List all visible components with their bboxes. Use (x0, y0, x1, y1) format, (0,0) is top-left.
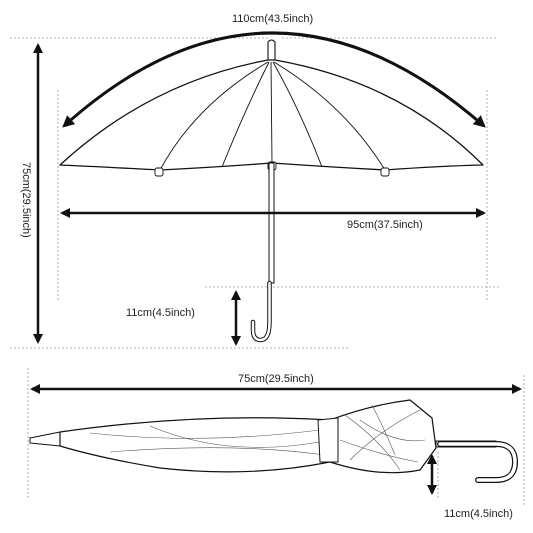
arc-span-label: 110cm(43.5inch) (232, 13, 313, 25)
canopy-ribs (159, 61, 386, 171)
arrows-closed (30, 384, 522, 495)
handle-closed (437, 441, 518, 483)
canopy-folds (89, 404, 426, 471)
tip (29, 431, 61, 447)
closed-umbrella (29, 399, 518, 483)
arc-arrow (62, 31, 486, 128)
arrows-open (33, 31, 486, 346)
handle-open-label: 11cm(4.5inch) (126, 307, 195, 319)
dimension-labels: 110cm(43.5inch) 75cm(29.5inch) 95cm(37.5… (20, 13, 513, 520)
open-height-label: 75cm(29.5inch) (20, 162, 32, 238)
strap (317, 417, 339, 463)
shaft (268, 162, 275, 284)
handle-open (250, 280, 272, 343)
closed-length-label: 75cm(29.5inch) (238, 373, 314, 385)
canopy-width-label: 95cm(37.5inch) (347, 219, 423, 231)
folded-canopy (59, 399, 437, 474)
guide-lines (10, 37, 525, 505)
handle-closed-label: 11cm(4.5inch) (444, 508, 513, 520)
ferrule (267, 39, 276, 61)
open-umbrella (59, 39, 484, 343)
